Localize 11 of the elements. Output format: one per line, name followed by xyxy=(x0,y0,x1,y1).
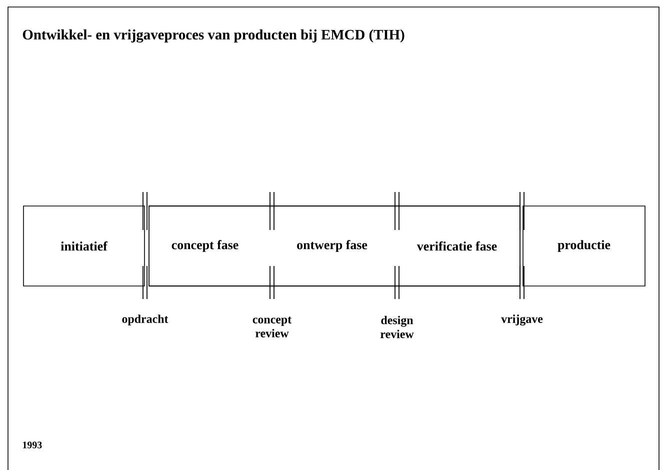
phase-label: verificatie fase xyxy=(416,241,497,251)
milestone-label: opdracht xyxy=(122,314,168,326)
milestone-label: concept review xyxy=(252,316,292,338)
stage-box: productie xyxy=(522,206,646,286)
phase-label: concept fase xyxy=(172,240,238,252)
milestone-label: design review xyxy=(380,316,414,338)
stage-box: initiatief xyxy=(23,206,145,286)
milestone-label: vrijgave xyxy=(501,314,543,326)
year-label: 1993 xyxy=(23,442,42,448)
phase-label: ontwerp fase xyxy=(297,240,368,252)
title: Ontwikkel- en vrijgaveproces van producten bij EMCD (TIH) xyxy=(22,29,404,43)
